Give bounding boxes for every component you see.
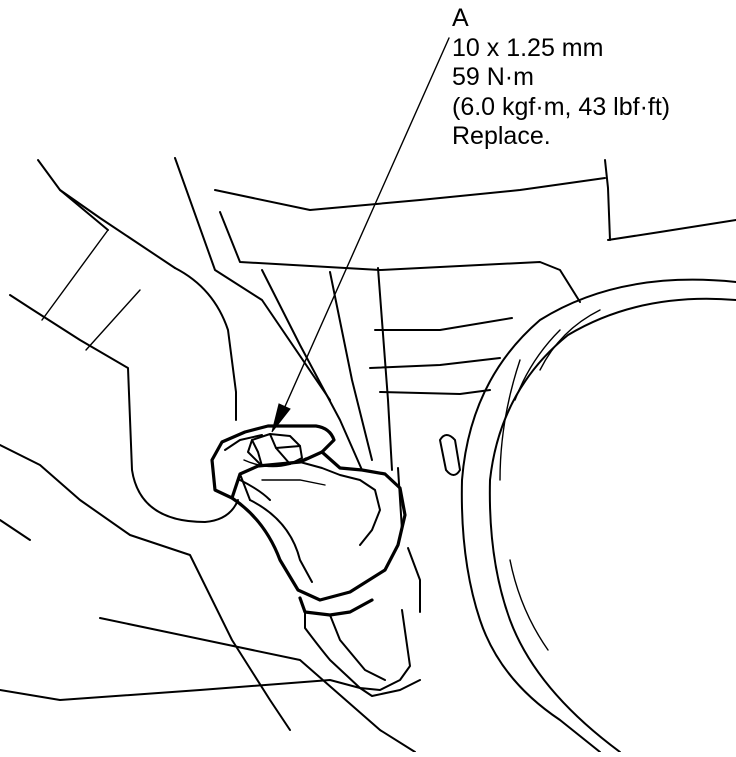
replace-instruction: Replace. bbox=[452, 122, 551, 150]
upper-housing bbox=[174, 157, 736, 613]
lower-arm bbox=[298, 596, 421, 697]
bolt-size: 10 x 1.25 mm bbox=[452, 33, 604, 62]
wheel-drum bbox=[460, 278, 736, 753]
left-frame bbox=[0, 159, 416, 753]
callout-letter: A bbox=[452, 4, 469, 32]
torque-nm: 59 N·m bbox=[452, 63, 534, 91]
bracket bbox=[210, 424, 407, 602]
bolt bbox=[243, 433, 307, 468]
bolt-callout: A 10 x 1.25 mm 59 N·m (6.0 kgf·m, 43 lbf… bbox=[452, 4, 670, 152]
torque-alt: (6.0 kgf·m, 43 lbf·ft) bbox=[452, 92, 671, 121]
leader-arrow bbox=[271, 37, 450, 433]
